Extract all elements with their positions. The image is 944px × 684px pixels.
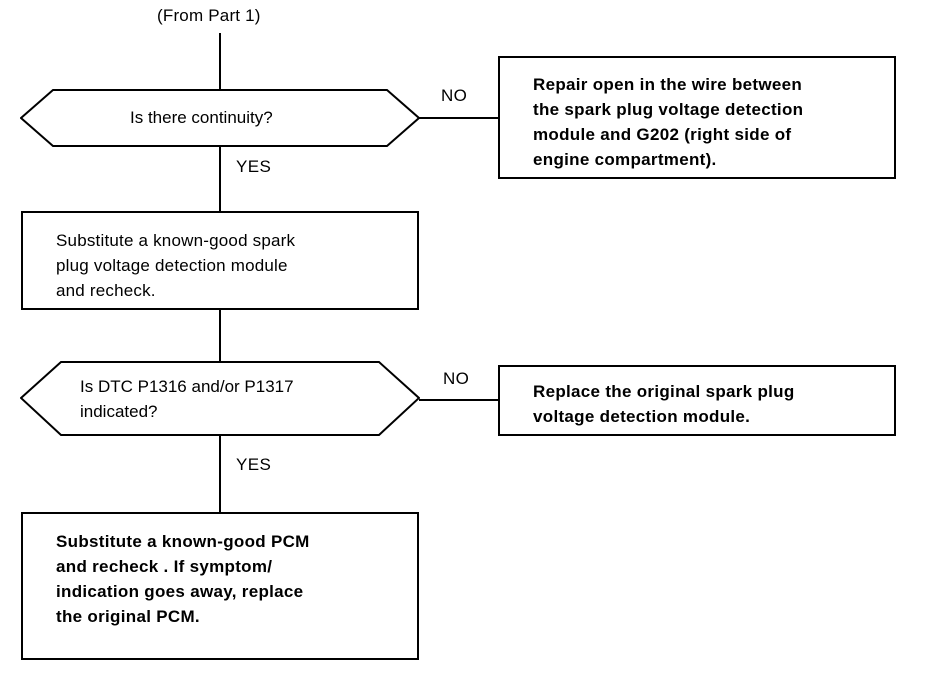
connector-dtc-yes — [219, 435, 221, 513]
branch-label-continuity-yes: YES — [236, 157, 272, 176]
connector-continuity-no — [419, 117, 499, 119]
branch-label-dtc-yes: YES — [236, 455, 272, 474]
decision-dtc: Is DTC P1316 and/or P1317 indicated? — [20, 361, 420, 436]
action-substitute-pcm-text: Substitute a known-good PCM and recheck … — [56, 532, 310, 626]
decision-continuity: Is there continuity? — [20, 89, 420, 147]
decision-dtc-label: Is DTC P1316 and/or P1317 indicated? — [80, 377, 294, 421]
action-replace-module-text: Replace the original spark plug voltage … — [533, 382, 795, 426]
action-substitute-pcm: Substitute a known-good PCM and recheck … — [21, 512, 419, 660]
action-replace-module: Replace the original spark plug voltage … — [498, 365, 896, 436]
decision-dtc-shape — [20, 361, 420, 436]
action-substitute-module: Substitute a known-good spark plug volta… — [21, 211, 419, 310]
action-substitute-module-text: Substitute a known-good spark plug volta… — [56, 231, 296, 300]
branch-label-dtc-no: NO — [443, 369, 470, 388]
action-repair-open: Repair open in the wire between the spar… — [498, 56, 896, 179]
connector-dtc-no — [419, 399, 499, 401]
branch-label-continuity-no: NO — [441, 86, 468, 105]
connector-continuity-yes — [219, 146, 221, 212]
entry-label: (From Part 1) — [157, 6, 261, 25]
decision-continuity-label: Is there continuity? — [130, 108, 273, 127]
connector-entry-to-decision-continuity — [219, 33, 221, 90]
connector-substitute-module-to-decision-dtc — [219, 309, 221, 363]
action-repair-open-text: Repair open in the wire between the spar… — [533, 75, 804, 169]
